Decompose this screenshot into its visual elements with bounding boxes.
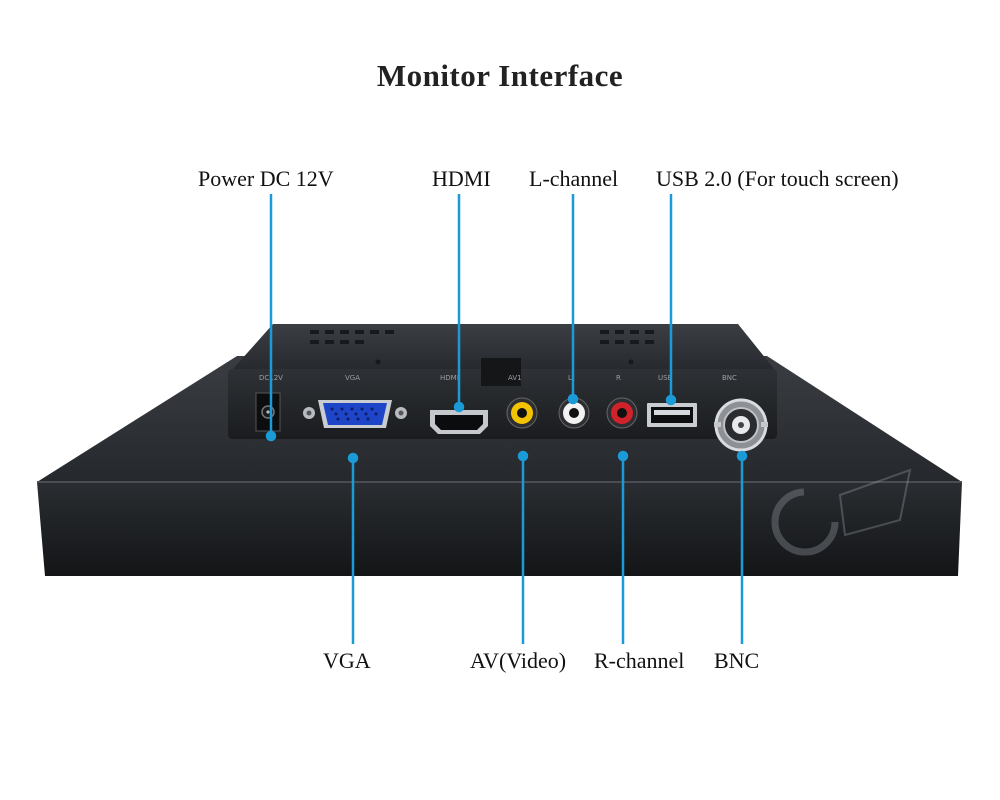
label-l-channel: L-channel [529,166,619,191]
silkscreen-label: AV1 [508,374,522,382]
silkscreen-label: BNC [722,374,737,382]
leader-lines [265,194,748,644]
dc-power-jack [255,392,281,432]
leader-power [265,194,277,442]
label-usb: USB 2.0 (For touch screen) [656,166,899,191]
rca-video-jack [506,397,538,429]
leader-usb [665,194,677,406]
silkscreen-label: R [616,374,621,382]
leader-bnc [736,450,748,644]
vga-port [303,400,407,428]
leader-vga [347,452,359,644]
leader-r-channel [617,450,629,644]
label-hdmi: HDMI [432,166,491,191]
label-power-dc: Power DC 12V [198,166,334,191]
label-vga: VGA [323,648,371,673]
diagram-title: Monitor Interface [376,58,624,93]
leader-av-video [517,450,529,644]
hdmi-port [430,410,488,434]
label-bnc: BNC [714,648,760,673]
silkscreen-label: HDMI [440,374,459,382]
rca-right-jack [606,397,638,429]
bnc-connector [714,398,768,452]
brand-watermark [771,468,912,556]
label-av-video: AV(Video) [470,648,567,673]
silkscreen-label: L [568,374,572,382]
silkscreen-label: USB [658,374,673,382]
leader-l-channel [567,194,579,405]
rca-left-jack [558,397,590,429]
label-r-channel: R-channel [594,648,685,673]
leader-hdmi [453,194,465,413]
silkscreen-label: VGA [345,374,360,382]
usb-port [647,403,697,427]
